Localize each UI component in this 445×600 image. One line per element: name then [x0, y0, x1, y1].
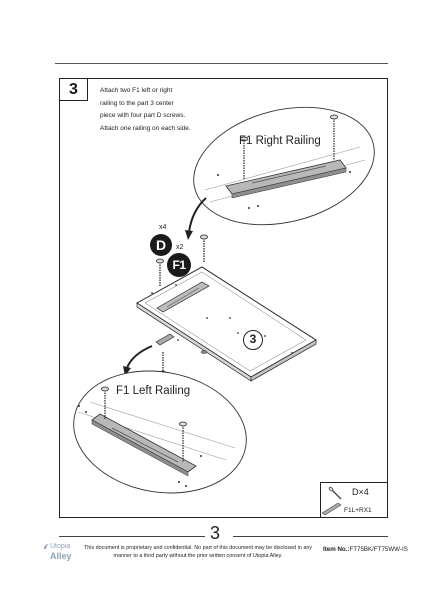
item-number: Item No.:FT75BK/FT75WW-IS — [323, 546, 408, 553]
parts-railings: F1L+RX1 — [344, 507, 372, 514]
right-railing-detail — [193, 106, 375, 226]
table-panel — [136, 266, 317, 382]
logo-text-bottom: Alley — [50, 551, 72, 561]
parts-box — [320, 482, 388, 518]
left-railing-label: F1 Left Railing — [116, 385, 191, 397]
step-number: 3 — [59, 78, 88, 101]
arrow-icon — [126, 345, 153, 369]
panel-part-number: 3 — [243, 330, 263, 350]
step-frame — [59, 78, 388, 518]
item-number-value: FT75BK/FT75WW-IS — [349, 546, 408, 553]
disclaimer: This document is proprietary and confide… — [83, 545, 313, 559]
instruction-line: Attach two F1 left or right — [100, 87, 173, 94]
page-number: 3 — [210, 523, 221, 543]
screw-icon — [200, 234, 208, 262]
screw-icon — [328, 486, 342, 500]
logo-icon — [43, 544, 49, 550]
part-d-badge: D — [150, 234, 172, 256]
railing-quantity: x2 — [176, 244, 184, 251]
logo-text-top: Utopia — [50, 543, 71, 550]
screw-icon — [156, 258, 164, 287]
screw-icon — [179, 421, 187, 462]
item-number-label: Item No.: — [323, 546, 350, 553]
railing-icon — [321, 502, 342, 516]
footer-rule — [59, 536, 205, 537]
screw-icon — [330, 114, 338, 160]
step-instructions: Attach two F1 left or right railing to t… — [100, 85, 230, 136]
instruction-line: piece with four part D screws. — [100, 112, 186, 120]
screw-icon — [240, 136, 248, 180]
header-rule — [55, 63, 388, 64]
left-railing-detail — [73, 370, 247, 494]
right-railing-label: F1 Right Railing — [239, 135, 321, 147]
screw-quantity: x4 — [159, 224, 167, 231]
instruction-line: railing to the part 3 center — [100, 99, 174, 107]
arrow-icon — [188, 197, 207, 233]
part-f1-badge: F1 — [167, 253, 191, 277]
parts-screws: D×4 — [352, 487, 369, 497]
instruction-line: Attach one railing on each side. — [100, 125, 191, 133]
screw-icon — [101, 386, 109, 420]
footer-rule — [233, 536, 388, 537]
